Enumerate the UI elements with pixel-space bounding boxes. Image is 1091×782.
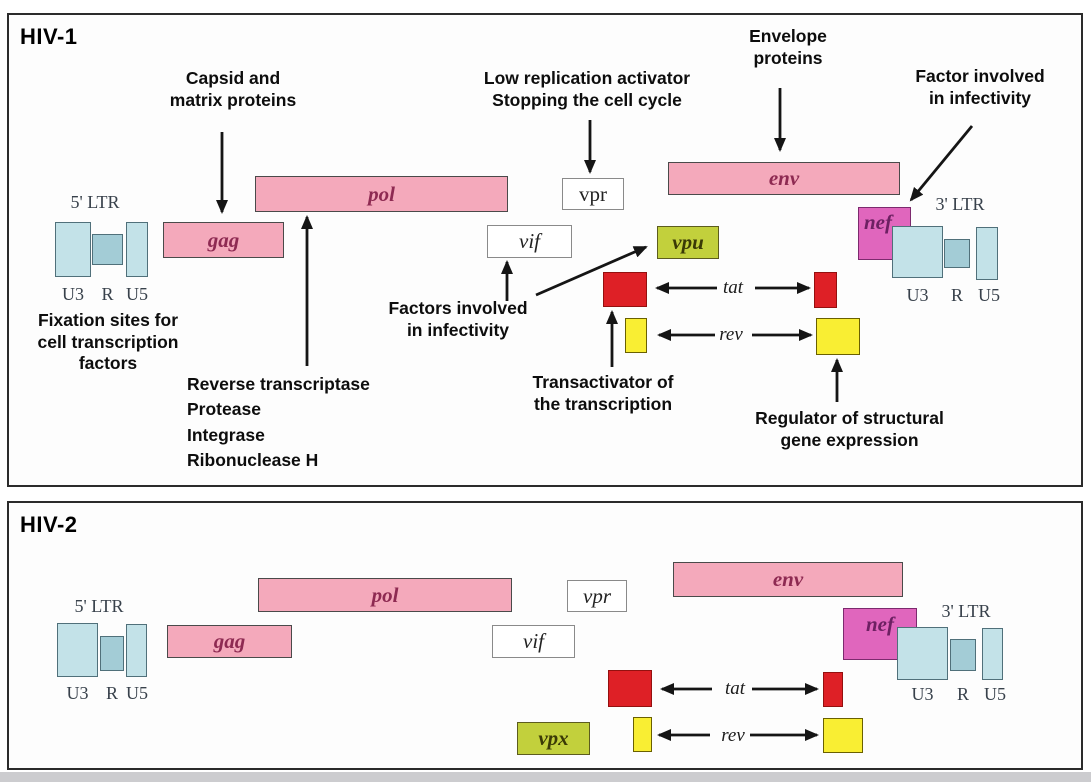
hiv2-5ltr-u3-label: U3: [66, 683, 89, 703]
hiv2-3ltr-r-box: [950, 639, 976, 671]
hiv2-5ltr-r-box: [100, 636, 124, 671]
hiv1-tat-exon1-box: [603, 272, 647, 307]
hiv1-note-fixation-sites: Fixation sites for cell transcription fa…: [37, 310, 179, 374]
bottom-strip: [0, 772, 1091, 782]
hiv1-3ltr-u3-label: U3: [906, 285, 929, 305]
hiv2-5ltr-u3-box: [57, 623, 98, 677]
hiv1-3ltr-r-box: [944, 239, 970, 268]
hiv1-gag-gene: gag: [163, 222, 284, 258]
hiv1-title: HIV-1: [20, 24, 78, 49]
hiv1-3ltr-label: 3' LTR: [935, 194, 985, 214]
hiv1-rev-exon1-box: [625, 318, 647, 353]
hiv2-title: HIV-2: [20, 512, 78, 537]
hiv2-3ltr-u5-box: [982, 628, 1003, 680]
hiv2-5ltr-label: 5' LTR: [74, 596, 124, 616]
hiv1-tat-label: tat: [722, 277, 744, 298]
hiv2-tat-label: tat: [724, 678, 746, 699]
hiv2-rev-exon2-box: [823, 718, 863, 753]
hiv2-tat-exon1-box: [608, 670, 652, 707]
hiv1-note-pol-enzymes: Reverse transcriptase Protease Integrase…: [187, 374, 370, 471]
hiv1-note-factors-infectivity: Factors involved in infectivity: [388, 298, 528, 340]
hiv1-3ltr-u5-box: [976, 227, 998, 280]
hiv1-tat-exon2-box: [814, 272, 837, 308]
hiv2-3ltr-u3-label: U3: [911, 684, 934, 704]
hiv2-5ltr-u5-label: U5: [126, 683, 148, 703]
hiv2-vpx-gene: vpx: [517, 722, 590, 755]
hiv1-5ltr-label: 5' LTR: [70, 192, 120, 212]
hiv1-vpr-gene: vpr: [562, 178, 624, 210]
hiv1-note-capsid: Capsid and matrix proteins: [169, 68, 297, 110]
hiv1-env-gene: env: [668, 162, 900, 195]
hiv1-note-envelope: Envelope proteins: [749, 26, 827, 68]
hiv2-tat-exon2-box: [823, 672, 843, 707]
hiv1-rev-label: rev: [719, 324, 743, 345]
hiv1-3ltr-r-label: R: [950, 285, 963, 305]
hiv1-5ltr-r-box: [92, 234, 123, 265]
hiv1-vpu-gene: vpu: [657, 226, 719, 259]
hiv2-vpr-gene: vpr: [567, 580, 627, 612]
hiv1-5ltr-u5-label: U5: [126, 284, 148, 304]
hiv1-note-regulator: Regulator of structural gene expression: [755, 408, 944, 450]
hiv1-vif-gene: vif: [487, 225, 572, 258]
hiv2-pol-gene: pol: [258, 578, 512, 612]
hiv1-pol-gene: pol: [255, 176, 508, 212]
hiv1-note-low-replication: Low replication activator Stopping the c…: [483, 68, 691, 110]
hiv1-3ltr-u5-label: U5: [978, 285, 1000, 305]
hiv2-3ltr-u3-box: [897, 627, 948, 680]
hiv2-3ltr-label: 3' LTR: [941, 601, 991, 621]
hiv1-5ltr-u5-box: [126, 222, 148, 277]
hiv2-vif-gene: vif: [492, 625, 575, 658]
hiv2-5ltr-r-label: R: [105, 683, 118, 703]
hiv1-5ltr-u3-box: [55, 222, 91, 277]
hiv2-rev-exon1-box: [633, 717, 652, 752]
hiv1-note-factor-infectivity: Factor involved in infectivity: [915, 66, 1045, 108]
hiv1-3ltr-u3-box: [892, 226, 943, 278]
hiv1-5ltr-r-label: R: [101, 284, 114, 304]
hiv2-gag-gene: gag: [167, 625, 292, 658]
hiv2-3ltr-r-label: R: [956, 684, 969, 704]
hiv2-rev-label: rev: [721, 725, 745, 746]
hiv2-env-gene: env: [673, 562, 903, 597]
hiv1-note-transactivator: Transactivator of the transcription: [532, 372, 674, 414]
hiv2-5ltr-u5-box: [126, 624, 147, 677]
hiv2-3ltr-u5-label: U5: [984, 684, 1006, 704]
hiv1-rev-exon2-box: [816, 318, 860, 355]
hiv1-5ltr-u3-label: U3: [62, 284, 84, 304]
